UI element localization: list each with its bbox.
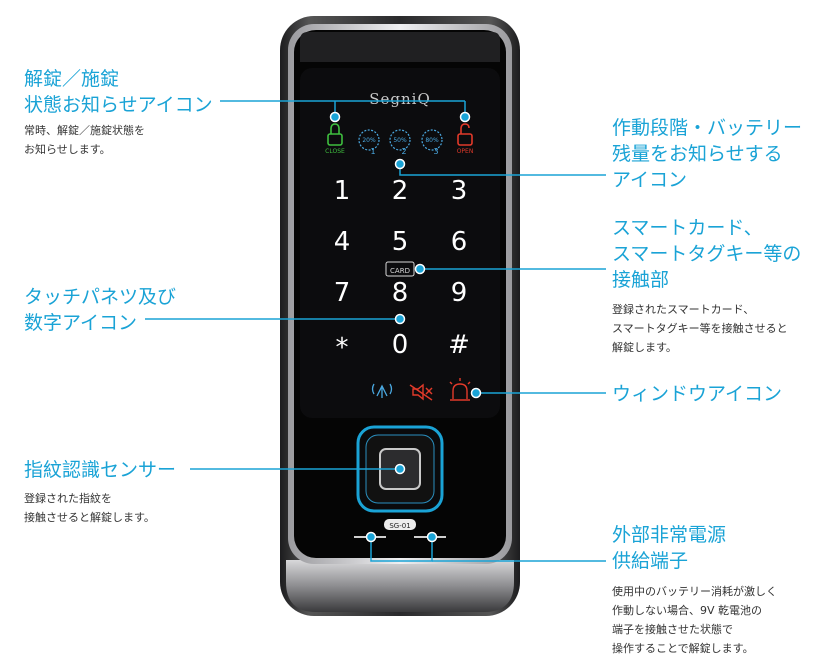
- lock-open-icon: [457, 123, 473, 146]
- battery-50-icon: [389, 129, 411, 151]
- fingerprint-desc: 登録された指紋を 接触させると解錠します。: [24, 492, 155, 524]
- key-5: 5: [392, 227, 409, 257]
- mute-icon: [409, 383, 433, 401]
- callout-dots: [329, 111, 482, 543]
- wireless-icon: [371, 383, 393, 398]
- battery-level-icons: [358, 129, 443, 151]
- key-0: 0: [392, 330, 409, 360]
- battery-20-label: 20%: [362, 137, 376, 144]
- lock-status-title: 解錠／施錠 状態お知らせアイコン: [24, 68, 213, 116]
- key-3: 3: [451, 176, 468, 206]
- power-desc: 使用中のバッテリー消耗が激しく 作動しない場合、9V 乾電池の 端子を接触させた…: [612, 585, 777, 655]
- lock-closed-icon: [327, 123, 343, 146]
- battery-50-label: 50%: [393, 137, 407, 144]
- open-label: OPEN: [457, 148, 474, 155]
- key-8: 8: [392, 278, 409, 308]
- battery-step-1: 1: [370, 147, 375, 156]
- card-title: スマートカード、 スマートタグキー等の 接触部: [612, 217, 802, 291]
- lock-status-desc: 常時、解錠／施錠状態を お知らせします。: [24, 124, 145, 156]
- window-icon-title: ウィンドウアイコン: [612, 383, 783, 405]
- key-hash: #: [448, 330, 470, 360]
- power-title: 外部非常電源 供給端子: [612, 524, 727, 572]
- battery-step-3: 3: [433, 147, 438, 156]
- brand-logo: SegniQ: [369, 90, 431, 108]
- card-label: CARD: [390, 267, 410, 275]
- battery-title: 作動段階・バッテリー 残量をお知らせする アイコン: [612, 117, 803, 191]
- alarm-icon: [449, 378, 471, 401]
- callout-lines: [145, 100, 606, 562]
- card-desc: 登録されたスマートカード、 スマートタグキー等を接触させると 解錠します。: [612, 303, 788, 354]
- battery-step-2: 2: [401, 147, 406, 156]
- key-7: 7: [334, 278, 351, 308]
- key-star: *: [336, 333, 349, 363]
- fingerprint-title: 指紋認識センサー: [24, 459, 177, 481]
- key-1: 1: [334, 176, 351, 206]
- touch-panel-title: タッチパネツ及び 数字アイコン: [24, 286, 177, 334]
- battery-20-icon: [358, 129, 380, 151]
- battery-80-icon: [421, 129, 443, 151]
- close-label: CLOSE: [325, 148, 345, 155]
- lock-base: [286, 560, 514, 612]
- battery-80-label: 80%: [425, 137, 439, 144]
- card-contact-icon: [385, 261, 415, 277]
- key-6: 6: [451, 227, 468, 257]
- key-2: 2: [392, 176, 409, 206]
- model-label: SG-01: [389, 522, 410, 530]
- key-4: 4: [334, 227, 351, 257]
- key-9: 9: [451, 278, 468, 308]
